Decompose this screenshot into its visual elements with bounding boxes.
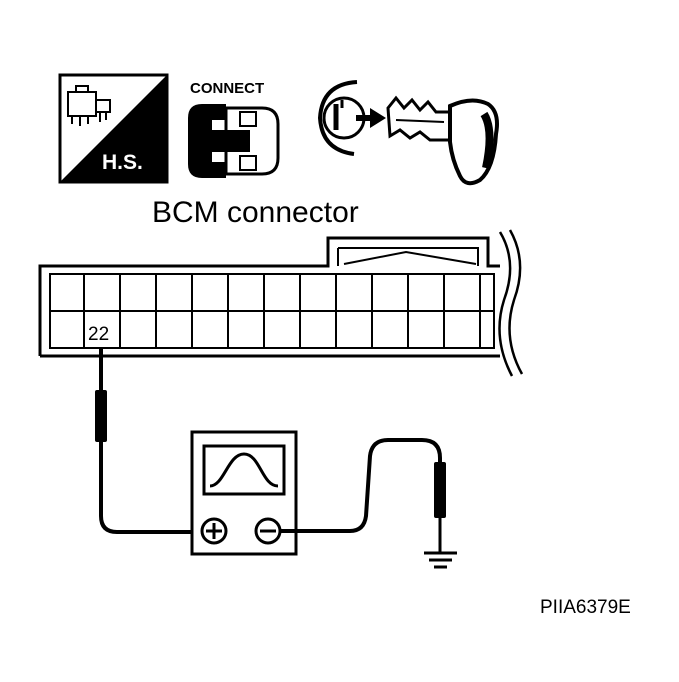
minus-terminal-icon	[254, 517, 282, 545]
figure-code: PIIA6379E	[540, 597, 631, 618]
connector-title: BCM connector	[152, 196, 359, 229]
ground-symbol-icon	[424, 551, 457, 569]
ignition-key-on-icon	[317, 80, 499, 186]
plus-terminal-icon	[200, 517, 228, 545]
harness-side-connector-icon: H.S.	[58, 73, 169, 184]
connector-connected-icon: CONNECT	[188, 80, 280, 178]
hs-label: H.S.	[102, 151, 143, 174]
pin-22-label: 22	[88, 324, 109, 345]
bcm-connector: 22	[38, 229, 524, 377]
oscilloscope-waveform-icon	[190, 430, 298, 556]
negative-probe-lead	[280, 438, 446, 552]
connect-label: CONNECT	[190, 80, 264, 97]
positive-probe-lead	[95, 348, 196, 534]
